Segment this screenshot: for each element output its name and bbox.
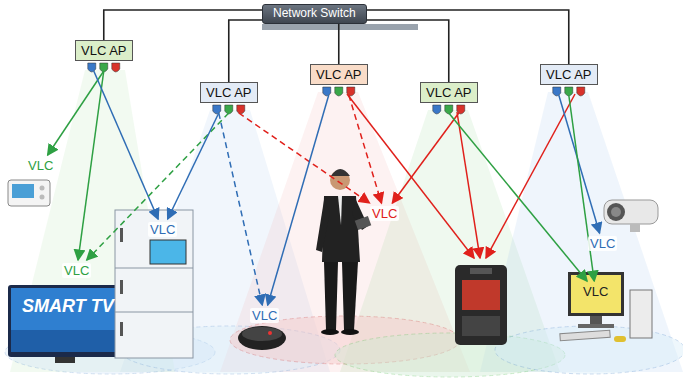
device-label: VLC [588, 236, 617, 251]
person [316, 169, 371, 335]
robot-vacuum [238, 326, 286, 350]
device-label: VLC [581, 284, 610, 299]
node-text: VLC [252, 308, 277, 323]
vlc-link [78, 71, 104, 260]
access-point: VLC AP [540, 64, 598, 85]
coverage-area [495, 326, 683, 374]
vlc-link [168, 113, 219, 219]
device-label: VLC [148, 222, 177, 237]
refrigerator [115, 210, 193, 358]
vlc-link [349, 95, 382, 203]
node-text: VLC [28, 158, 53, 173]
node-text: VLC AP [546, 67, 592, 82]
vlc-link [559, 95, 600, 233]
access-point: VLC AP [200, 82, 258, 103]
switch-ports [262, 24, 418, 30]
light-ray [457, 112, 480, 258]
desktop-computer [560, 272, 652, 342]
thermostat [8, 180, 50, 206]
vlc-link [87, 113, 229, 260]
node-text: VLC AP [426, 85, 472, 100]
device-label: VLC [26, 158, 55, 173]
light-ray [347, 94, 474, 258]
node-text: VLC [64, 263, 89, 278]
network-cable [367, 20, 449, 82]
network-cable [229, 20, 262, 82]
projector [604, 200, 658, 232]
device-label: VLC [250, 308, 279, 323]
screen-label: SMART TV [22, 296, 114, 317]
network-cable [367, 10, 569, 64]
heater [455, 265, 507, 345]
node-text: VLC AP [316, 67, 362, 82]
vlc-link [48, 71, 104, 155]
smart-tv [8, 285, 120, 363]
node-text: VLC [590, 236, 615, 251]
node-text: VLC [372, 206, 397, 221]
vlc-link [239, 113, 370, 203]
device-label: VLC [62, 263, 91, 278]
node-text: VLC AP [206, 85, 252, 100]
light-ray [486, 94, 575, 258]
vlc-link [268, 95, 329, 305]
network-switch: Network Switch [262, 4, 367, 24]
node-text: VLC [583, 284, 608, 299]
vlc-link [569, 95, 594, 281]
vlc-link [94, 71, 158, 219]
device-label: VLC [370, 206, 399, 221]
access-point: VLC AP [310, 64, 368, 85]
network-cable [104, 10, 262, 40]
network-cable [338, 24, 340, 64]
node-text: VLC AP [81, 43, 127, 58]
vlc-link [392, 113, 458, 203]
node-text: VLC [150, 222, 175, 237]
access-point: VLC AP [75, 40, 133, 61]
vlc-link [449, 113, 587, 281]
node-text: Network Switch [273, 6, 356, 20]
led-array [88, 63, 585, 114]
vlc-link [219, 113, 263, 305]
access-point: VLC AP [420, 82, 478, 103]
